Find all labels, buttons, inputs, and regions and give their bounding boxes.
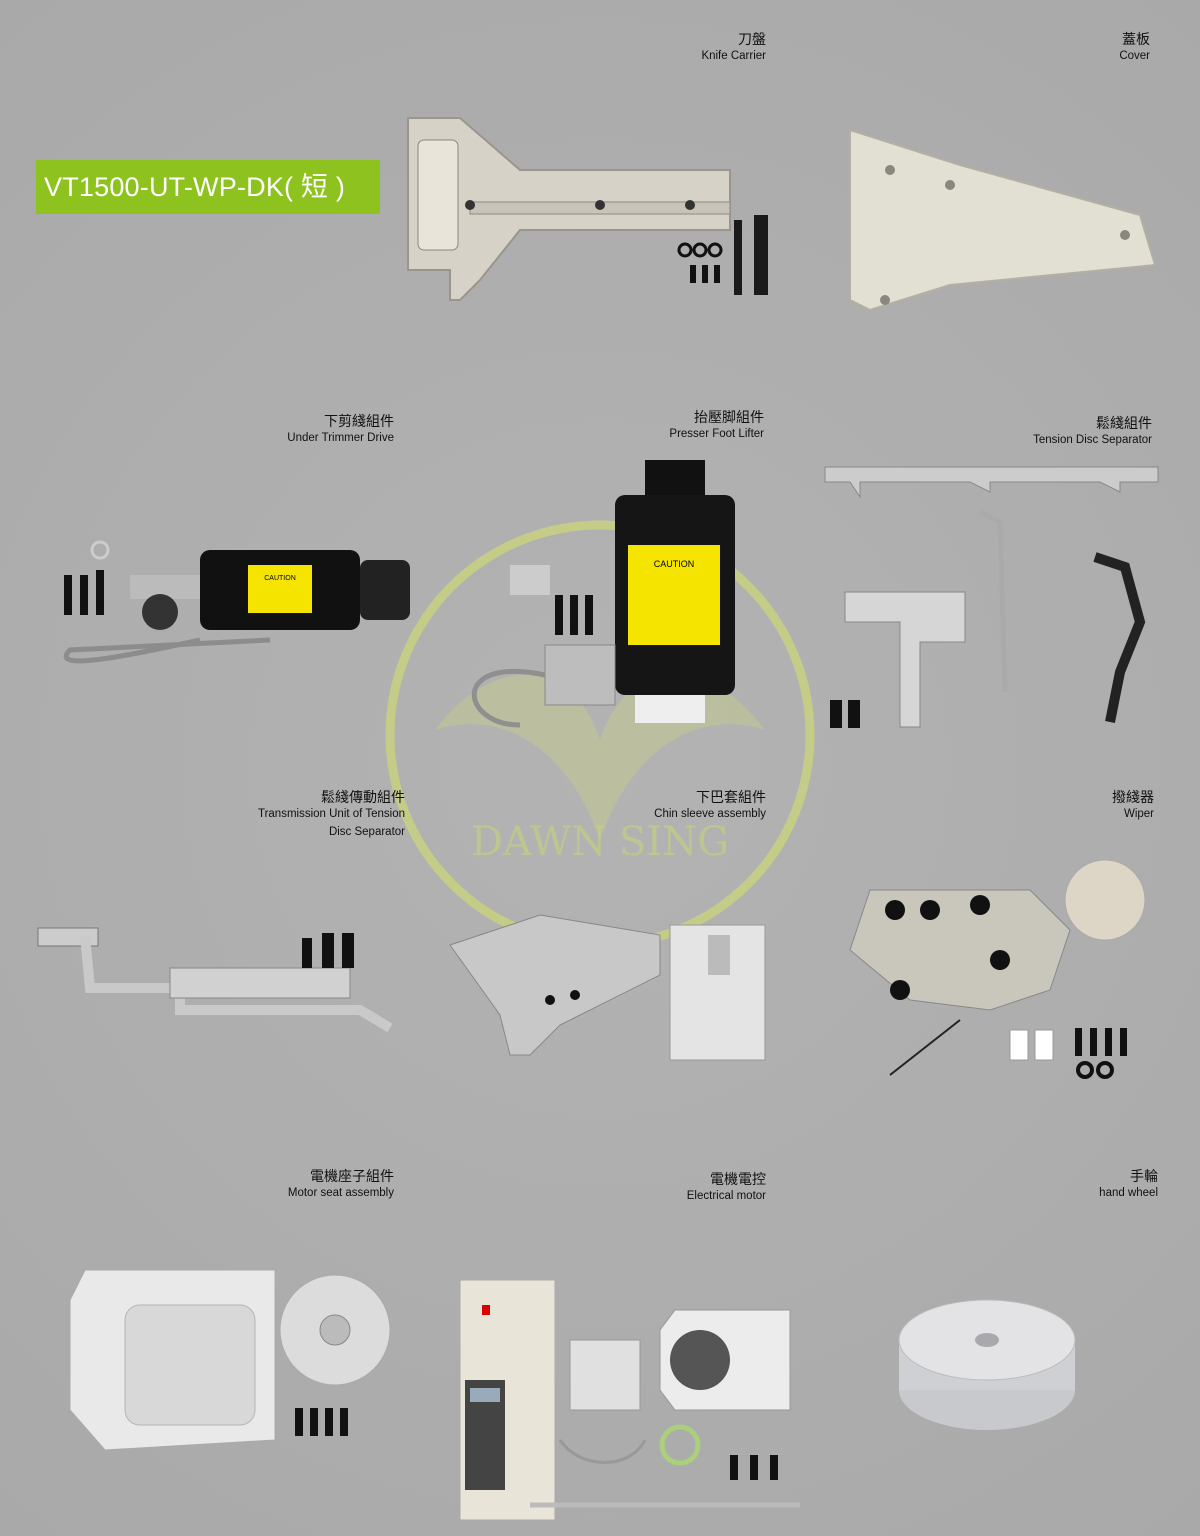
under-trimmer-drive-image: CAUTION — [50, 520, 430, 690]
hand-wheel-image — [895, 1285, 1085, 1445]
wiper-image — [830, 860, 1160, 1090]
model-badge: VT1500-UT-WP-DK( 短 ) — [36, 160, 380, 214]
chin-sleeve-assembly-image — [440, 905, 770, 1065]
svg-text:DAWN SING: DAWN SING — [471, 819, 729, 865]
cover-image — [840, 125, 1160, 315]
motor-seat-assembly-image — [65, 1260, 415, 1460]
svg-text:CAUTION: CAUTION — [654, 559, 695, 569]
transmission-unit-image — [30, 918, 410, 1048]
svg-text:CAUTION: CAUTION — [264, 575, 296, 582]
electrical-motor-image — [450, 1270, 810, 1530]
knife-carrier-image — [400, 110, 790, 310]
presser-foot-lifter-image: CAUTION — [460, 455, 750, 755]
tension-disc-separator-image — [820, 462, 1160, 752]
